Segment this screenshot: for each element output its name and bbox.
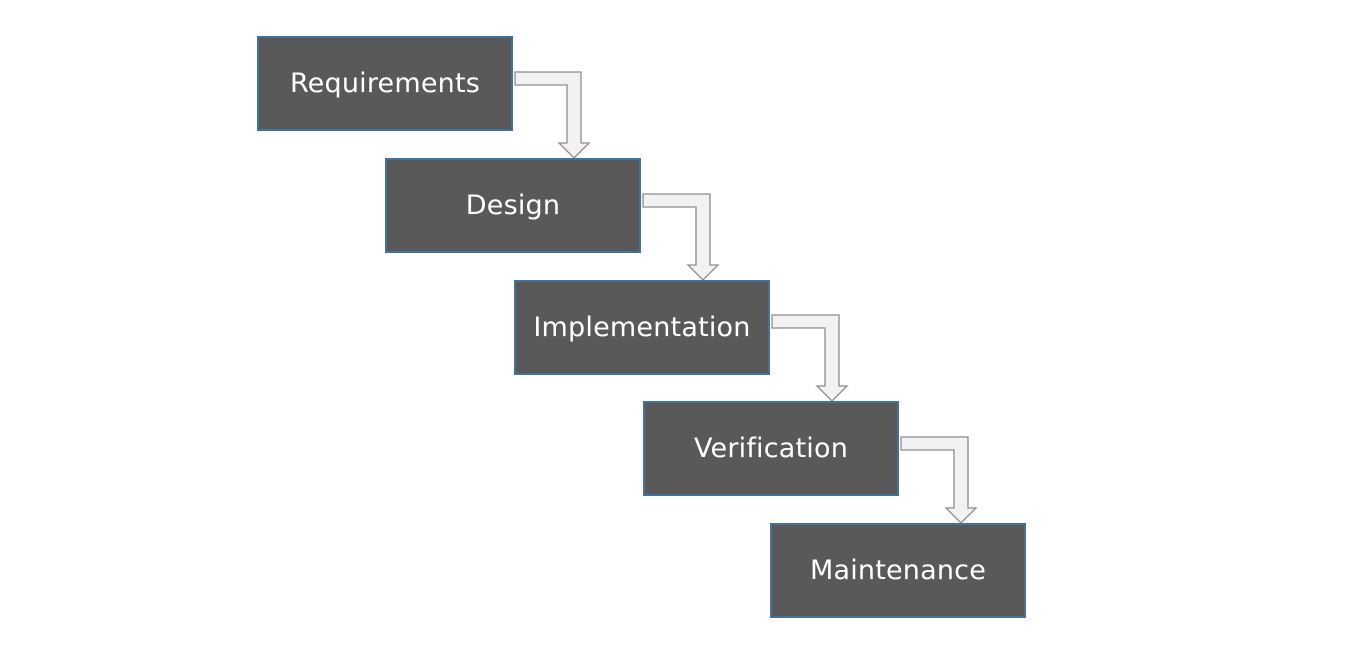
step-verification-label: Verification: [693, 433, 849, 464]
bent-arrow-verification-to-maintenance: [900, 436, 978, 524]
step-implementation-label: Implementation: [533, 312, 751, 343]
step-maintenance-box: Maintenance: [770, 523, 1026, 618]
step-requirements-box: Requirements: [257, 36, 513, 131]
step-maintenance-label: Maintenance: [809, 555, 987, 586]
step-implementation-box: Implementation: [514, 280, 770, 375]
bent-arrow-design-to-implementation: [642, 193, 720, 281]
bent-arrow-implementation-to-verification: [771, 314, 849, 402]
step-verification-box: Verification: [643, 401, 899, 496]
step-design-box: Design: [385, 158, 641, 253]
step-requirements-label: Requirements: [289, 68, 481, 99]
bent-arrow-requirements-to-design: [514, 71, 591, 159]
step-design-label: Design: [465, 190, 561, 221]
